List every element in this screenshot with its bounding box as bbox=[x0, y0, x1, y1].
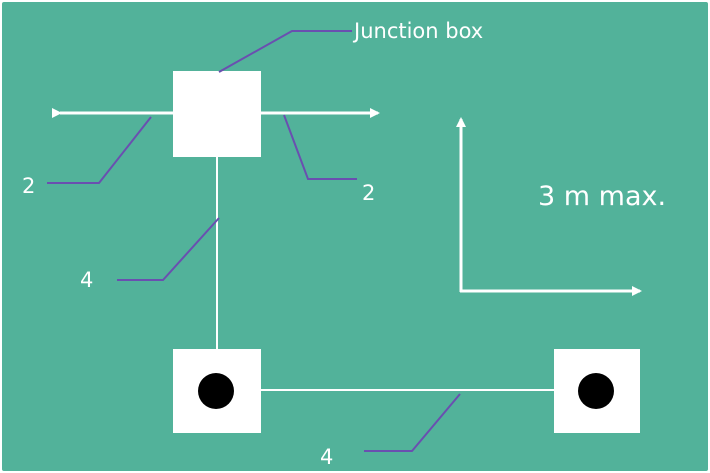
wire-left-count-label: 2 bbox=[22, 174, 35, 198]
leader-wire-horizontal bbox=[364, 393, 461, 452]
distance-label: 3 m max. bbox=[538, 181, 666, 212]
socket-right-dot bbox=[578, 373, 614, 409]
wire-vertical-count-label: 4 bbox=[80, 268, 93, 292]
junction-box-label: Junction box bbox=[352, 19, 483, 43]
leader-wire-vertical bbox=[117, 217, 220, 281]
leader-junction-box bbox=[218, 30, 352, 73]
wire-right-count-label: 2 bbox=[362, 181, 375, 205]
leader-wire-left bbox=[47, 116, 152, 184]
leader-wire-right bbox=[283, 114, 357, 180]
socket-left-dot bbox=[198, 373, 234, 409]
wire-horizontal-count-label: 4 bbox=[320, 445, 333, 469]
junction-box bbox=[173, 71, 261, 157]
